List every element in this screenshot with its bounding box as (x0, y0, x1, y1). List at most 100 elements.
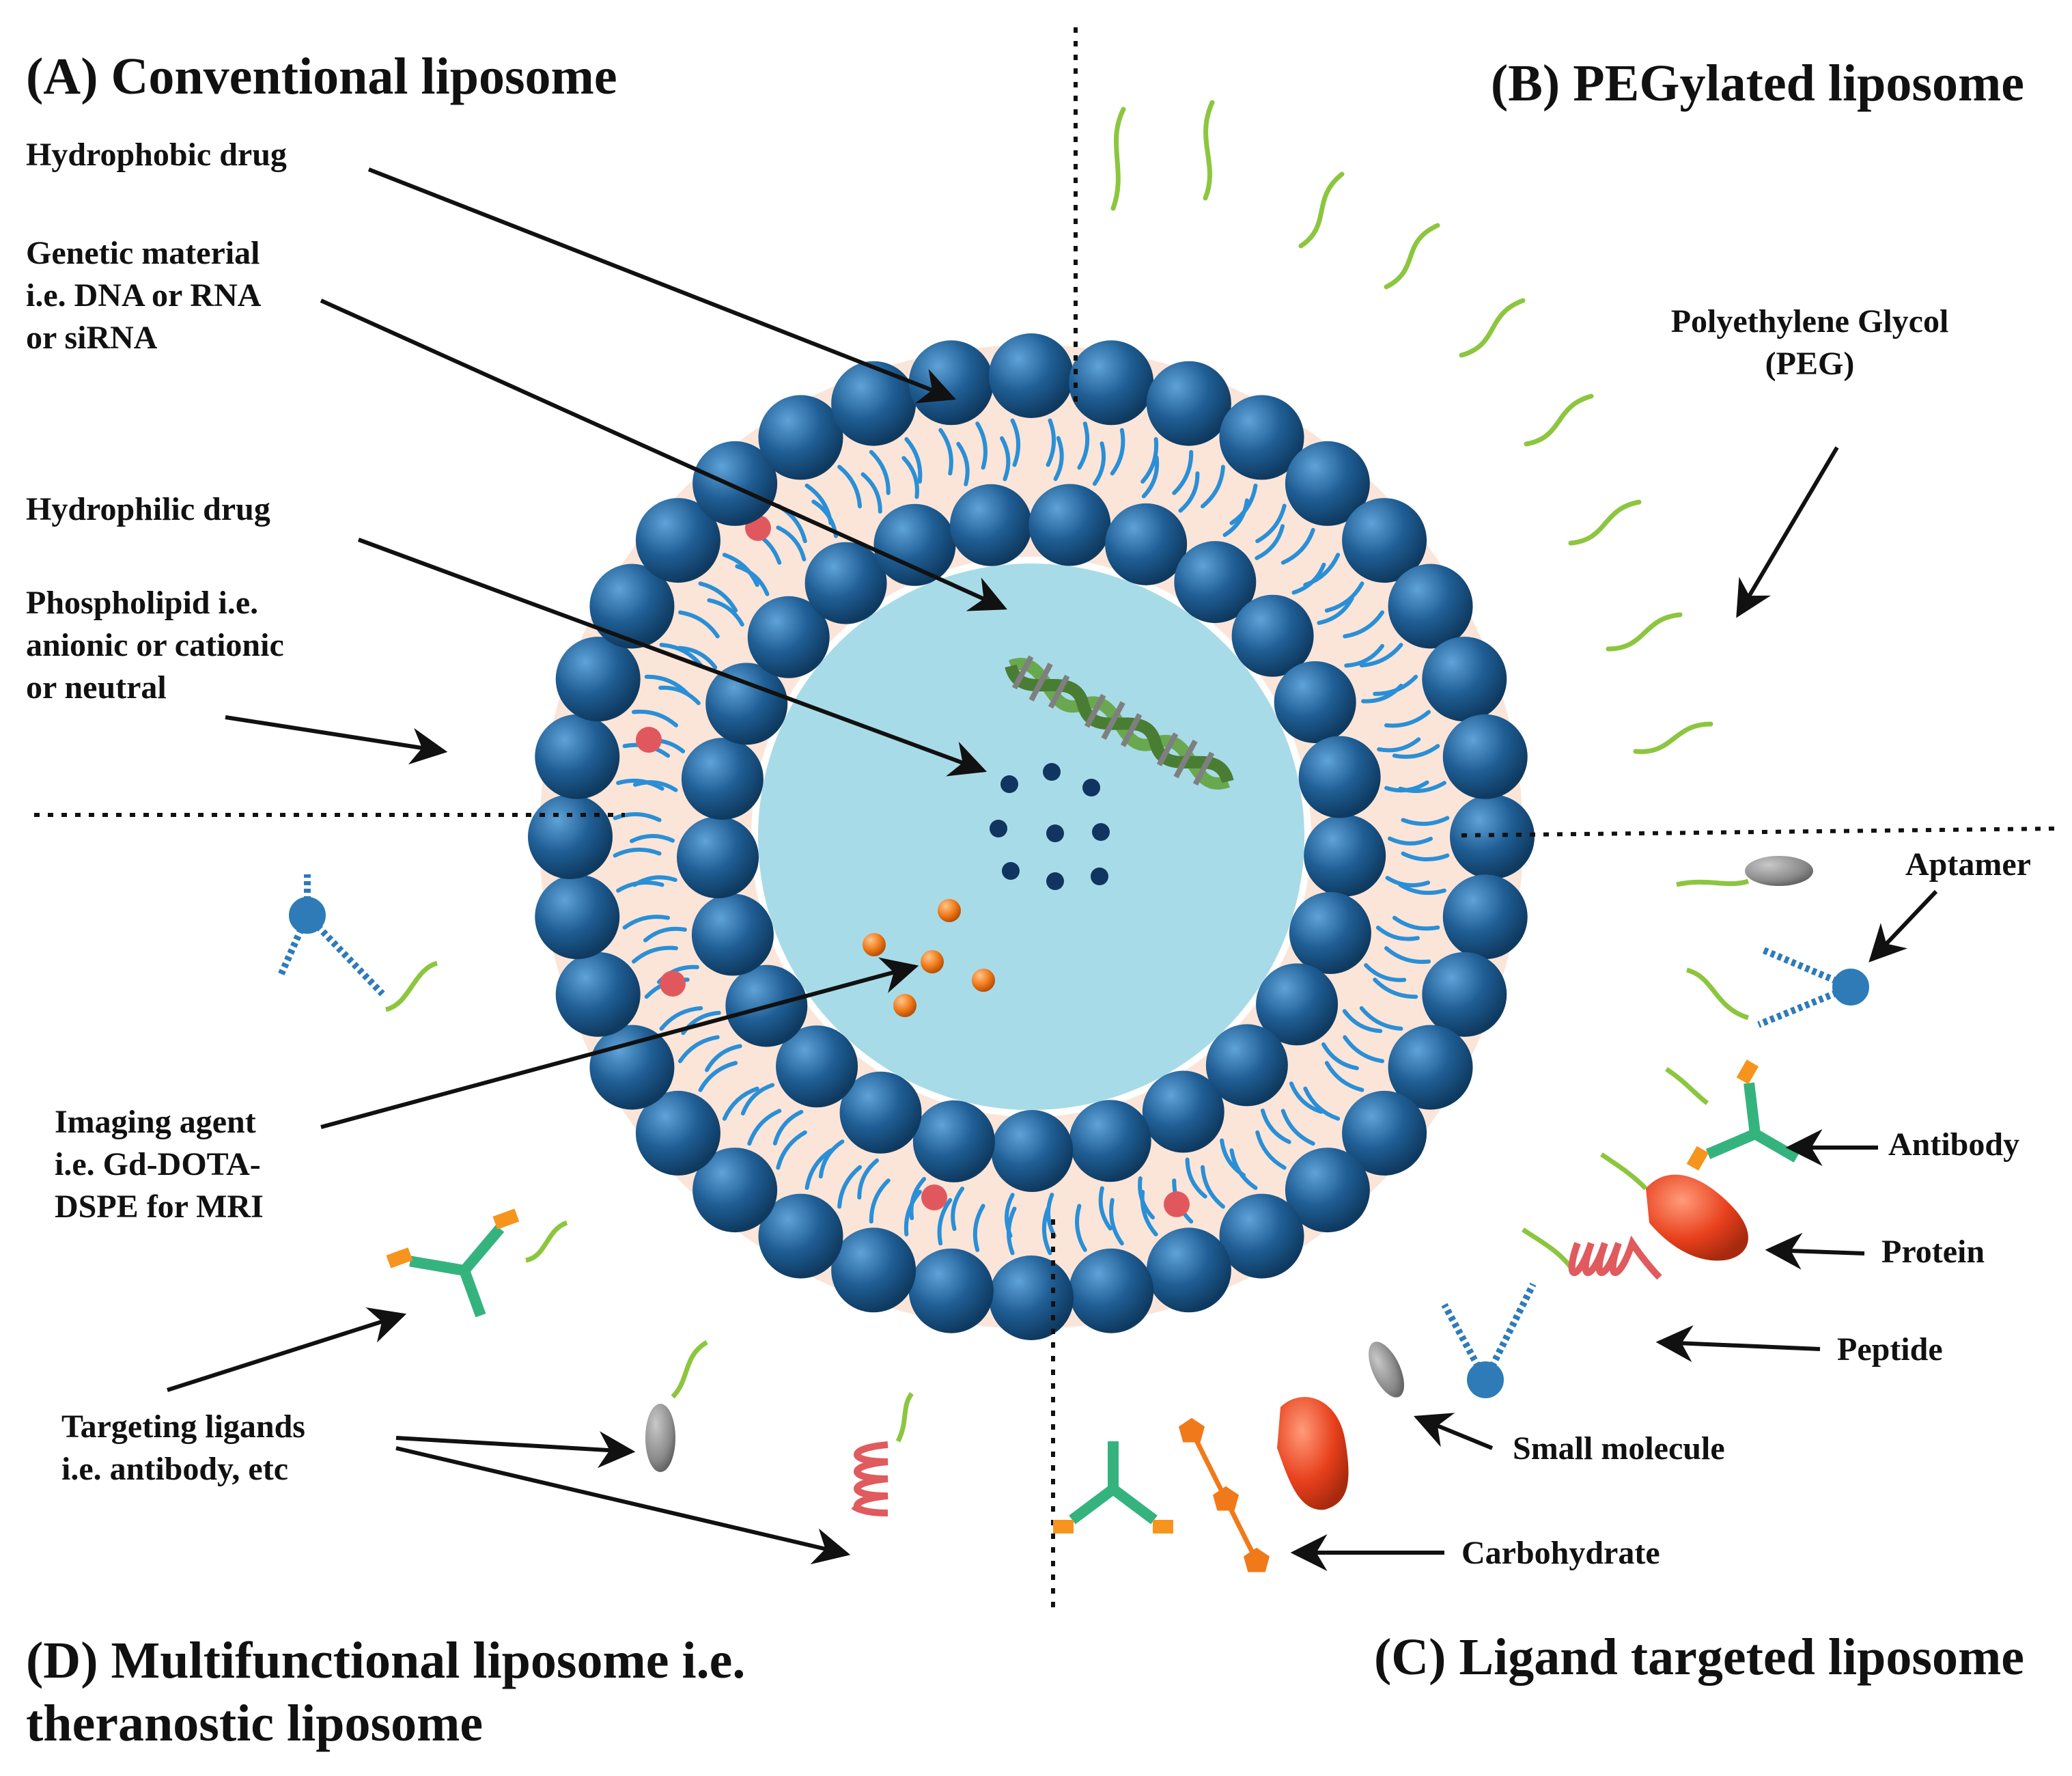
hydrophobic-drug-dot (921, 1184, 947, 1210)
outer-lipid-head (1219, 1193, 1304, 1279)
inner-lipid-head (1231, 594, 1314, 677)
lipid-tail (837, 1165, 863, 1209)
outer-lipid-head (1422, 637, 1507, 722)
lipid-tail (1384, 946, 1431, 965)
lipid-tail (705, 1044, 742, 1072)
antibody-icon (386, 1208, 520, 1318)
inner-lipid-head (1105, 503, 1188, 585)
outer-lipid-head (555, 637, 641, 722)
label-hydrophilic-drug: Hydrophilic drug (26, 491, 270, 527)
lipid-tail (1222, 498, 1249, 538)
protein-icon (1646, 1174, 1748, 1261)
lipid-tail (1255, 524, 1285, 560)
lipid-tail (776, 1130, 807, 1170)
outer-lipid-head (1285, 441, 1370, 526)
lipid-tail (658, 685, 701, 706)
lipid-tail (837, 464, 863, 509)
lipid-tail (1317, 596, 1354, 625)
lipid-tail (747, 1109, 782, 1146)
peptide-icon (1568, 1235, 1662, 1280)
inner-lipid-head (1289, 891, 1371, 974)
outer-lipid-head (1422, 952, 1507, 1037)
lipid-tail (622, 915, 671, 930)
lipid-tail (677, 646, 718, 669)
outer-lipid-head (1069, 340, 1154, 426)
lipid-tail (1342, 1009, 1383, 1033)
inner-lipid-head (1069, 1100, 1151, 1182)
outer-lipid-head (535, 714, 620, 799)
label-hydrophobic-drug: Hydrophobic drug (26, 137, 287, 173)
outer-lipid-head (635, 498, 720, 583)
lipid-tail (1364, 963, 1407, 982)
label-antibody: Antibody (1888, 1126, 2020, 1163)
outer-lipid-head (692, 1148, 778, 1233)
outer-lipid-head (1069, 1248, 1154, 1333)
lipid-tail (1280, 1109, 1315, 1146)
small-molecule-icon (1745, 856, 1813, 886)
lipid-tail (1004, 1193, 1015, 1238)
lipid-tail (909, 1177, 927, 1221)
lipid-tail (1384, 710, 1431, 728)
lipid-tail (1178, 471, 1200, 513)
lipid-tail (1053, 436, 1064, 482)
outer-lipid-head (989, 333, 1074, 418)
outer-lipid-head (692, 441, 778, 526)
outer-lipid-head (908, 1248, 994, 1333)
lipid-tail (1260, 1108, 1291, 1144)
lipid-tail (1046, 1193, 1056, 1238)
lipid-tail (1140, 436, 1159, 484)
lipid-tail (1401, 851, 1450, 862)
lipid-tail (1303, 1086, 1341, 1121)
lipid-tail (772, 1109, 804, 1146)
lipid-tail (1359, 1005, 1403, 1031)
lipid-tail (938, 428, 953, 476)
inner-lipid-head (691, 893, 774, 976)
outer-lipid-head (1388, 1025, 1473, 1110)
inner-lipid-head (873, 503, 956, 586)
lipid-tail (698, 1061, 738, 1092)
inner-lipid-head (1205, 1024, 1288, 1107)
lipid-tail (972, 1204, 985, 1252)
section-dividers (34, 27, 2056, 1612)
lipid-tail (632, 875, 677, 887)
inner-lipid-head (950, 484, 1033, 566)
lipid-tail (1110, 428, 1125, 476)
inner-lipid-head (676, 816, 759, 899)
title-ligand-targeted-liposome: (C) Ligand targeted liposome (1373, 1628, 2024, 1686)
inner-lipid-head (1298, 736, 1381, 818)
lipid-tails (613, 418, 1450, 1255)
lipid-tail (630, 833, 675, 844)
lipid-tail (904, 436, 923, 484)
imaging-agent-spheres (863, 899, 995, 1017)
lipid-tail (613, 847, 662, 858)
aptamer-icon (1441, 1282, 1537, 1398)
inner-lipid-head (912, 1100, 995, 1182)
lipid-tail (643, 926, 687, 943)
outer-lipid-head (535, 874, 620, 960)
lipid-tail (616, 778, 664, 791)
outer-lipid-head (635, 1090, 720, 1176)
lipid-tail (1387, 836, 1433, 846)
lipid-tail (1172, 449, 1194, 495)
outer-lipid-head (555, 952, 641, 1037)
inner-lipid-head (804, 542, 887, 624)
small-molecule-icon (645, 1404, 675, 1472)
lipid-tail (1010, 418, 1021, 467)
inner-lipid-head (1274, 661, 1356, 743)
outer-lipid-head (908, 340, 994, 426)
inner-lipid-head (1028, 484, 1111, 566)
outer-lipid-head (989, 1255, 1074, 1340)
outer-lipid-head (589, 1025, 675, 1110)
inner-lipid-head (1256, 963, 1339, 1046)
lipid-tail (722, 553, 759, 587)
ligands (277, 856, 1869, 1572)
lipid-tail (1200, 464, 1225, 509)
lipid-tail (956, 441, 970, 486)
lipid-tail (1200, 1165, 1225, 1209)
arrows (167, 167, 1938, 1571)
outer-lipid-head (758, 1193, 843, 1279)
lipid-tail (631, 945, 679, 964)
lipid-tail (722, 1086, 759, 1121)
